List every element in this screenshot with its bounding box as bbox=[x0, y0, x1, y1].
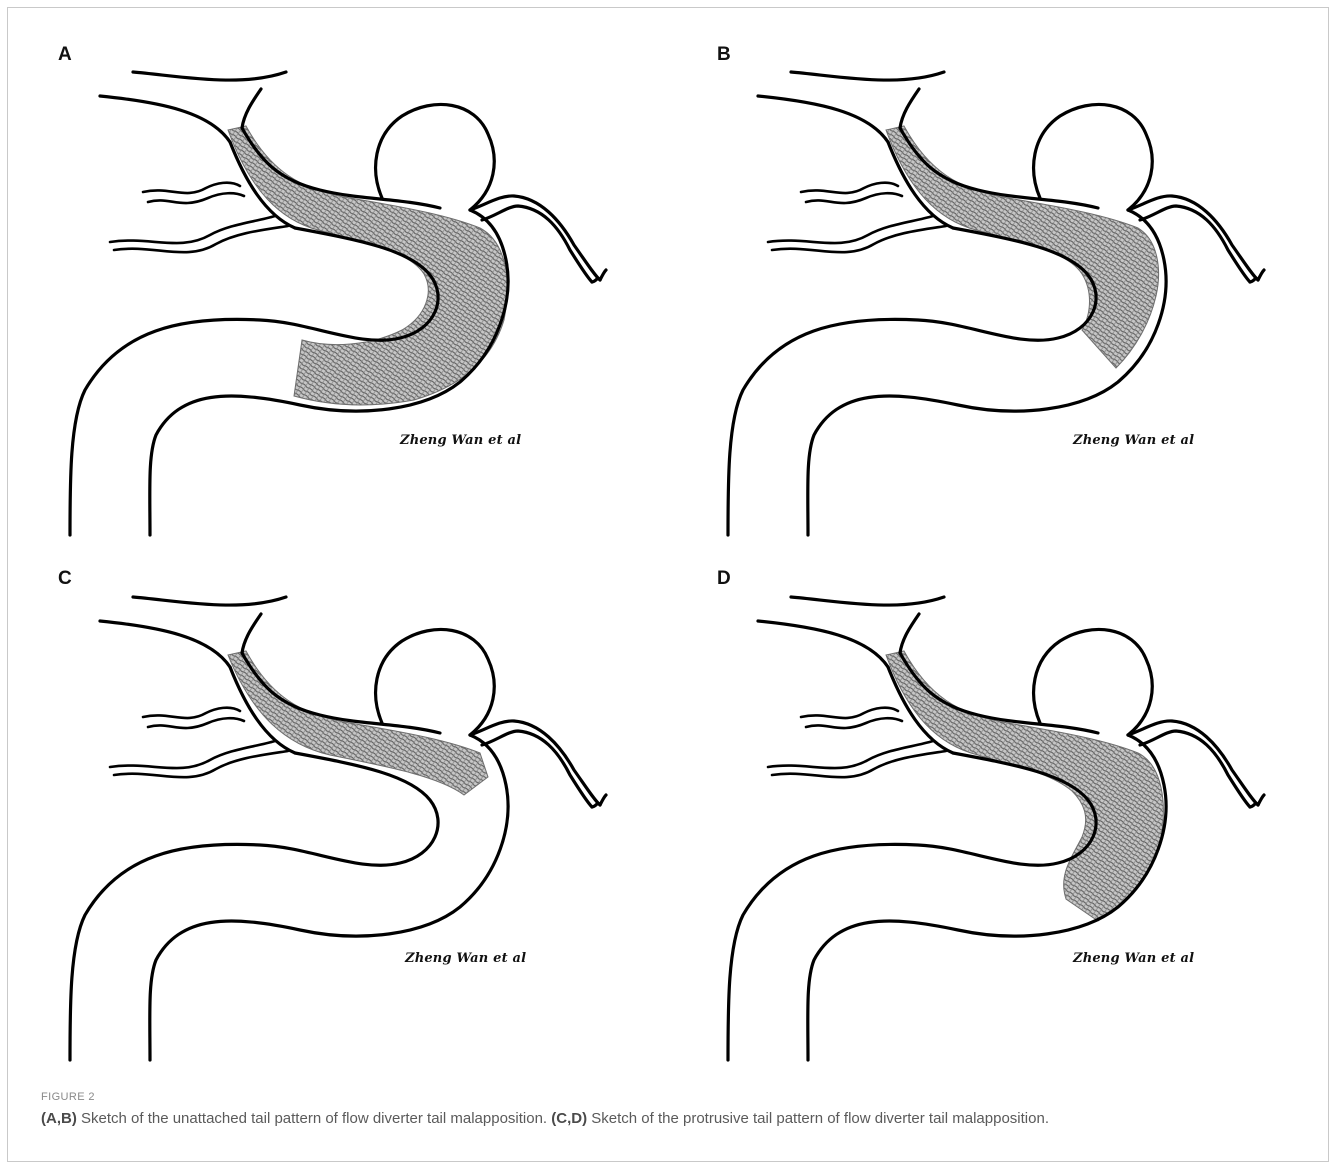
vessel-wall bbox=[900, 614, 919, 653]
vessel-wall bbox=[1250, 803, 1256, 807]
vessel-wall bbox=[801, 183, 898, 193]
vessel-wall bbox=[768, 216, 933, 243]
vessel-sketch bbox=[30, 555, 685, 1075]
vessel-wall bbox=[482, 731, 592, 807]
vessel-wall bbox=[143, 708, 240, 718]
panel-c: C Zheng Wan et al bbox=[30, 555, 685, 1075]
vessel-sketch bbox=[30, 30, 685, 550]
vessel-wall bbox=[100, 96, 230, 142]
author-signature: Zheng Wan et al bbox=[405, 951, 526, 966]
vessel-wall bbox=[600, 795, 606, 805]
vessel-wall bbox=[806, 193, 902, 203]
vessel-sketch bbox=[688, 555, 1331, 1075]
panel-b: B Zheng Wan et al bbox=[688, 30, 1331, 550]
caption-text-cd: Sketch of the protrusive tail pattern of… bbox=[587, 1110, 1049, 1127]
vessel-wall bbox=[592, 278, 598, 282]
panel-label: C bbox=[58, 568, 72, 590]
vessel-wall bbox=[376, 629, 495, 735]
vessel-wall bbox=[728, 228, 1096, 535]
vessel-wall bbox=[133, 597, 286, 605]
vessel-sketch bbox=[688, 30, 1331, 550]
panel-a: A Zheng Wan et al bbox=[30, 30, 685, 550]
vessel-wall bbox=[148, 718, 244, 728]
panel-label: A bbox=[58, 44, 72, 66]
vessel-wall bbox=[1250, 278, 1256, 282]
vessel-wall bbox=[242, 614, 261, 653]
vessel-wall bbox=[1258, 270, 1264, 280]
author-signature: Zheng Wan et al bbox=[400, 433, 521, 448]
vessel-wall bbox=[70, 753, 438, 1060]
figure-caption: (A,B) Sketch of the unattached tail patt… bbox=[41, 1109, 1241, 1128]
vessel-wall bbox=[791, 597, 944, 605]
vessel-wall bbox=[806, 718, 902, 728]
author-signature: Zheng Wan et al bbox=[1073, 951, 1194, 966]
vessel-wall bbox=[758, 621, 888, 667]
vessel-wall bbox=[1258, 795, 1264, 805]
panel-label: D bbox=[717, 568, 731, 590]
caption-text-ab: Sketch of the unattached tail pattern of… bbox=[77, 1110, 551, 1127]
vessel-wall bbox=[376, 104, 495, 210]
figure-label: FIGURE 2 bbox=[41, 1091, 95, 1103]
vessel-wall bbox=[728, 753, 1096, 1060]
vessel-wall bbox=[592, 803, 598, 807]
vessel-wall bbox=[768, 741, 933, 768]
vessel-wall bbox=[1034, 104, 1153, 210]
vessel-wall bbox=[110, 216, 275, 243]
vessel-wall bbox=[143, 183, 240, 193]
vessel-wall bbox=[900, 89, 919, 128]
author-signature: Zheng Wan et al bbox=[1073, 433, 1194, 448]
vessel-wall bbox=[758, 96, 888, 142]
panel-label: B bbox=[717, 44, 731, 66]
vessel-wall bbox=[100, 621, 230, 667]
vessel-wall bbox=[1034, 629, 1153, 735]
vessel-wall bbox=[791, 72, 944, 80]
vessel-wall bbox=[133, 72, 286, 80]
caption-ref-cd: (C,D) bbox=[551, 1110, 587, 1127]
vessel-wall bbox=[801, 708, 898, 718]
vessel-wall bbox=[242, 89, 261, 128]
caption-ref-ab: (A,B) bbox=[41, 1110, 77, 1127]
vessel-wall bbox=[148, 193, 244, 203]
vessel-wall bbox=[600, 270, 606, 280]
flow-diverter-mesh bbox=[228, 126, 507, 405]
vessel-wall bbox=[110, 741, 275, 768]
panel-d: D Zheng Wan et al bbox=[688, 555, 1331, 1075]
